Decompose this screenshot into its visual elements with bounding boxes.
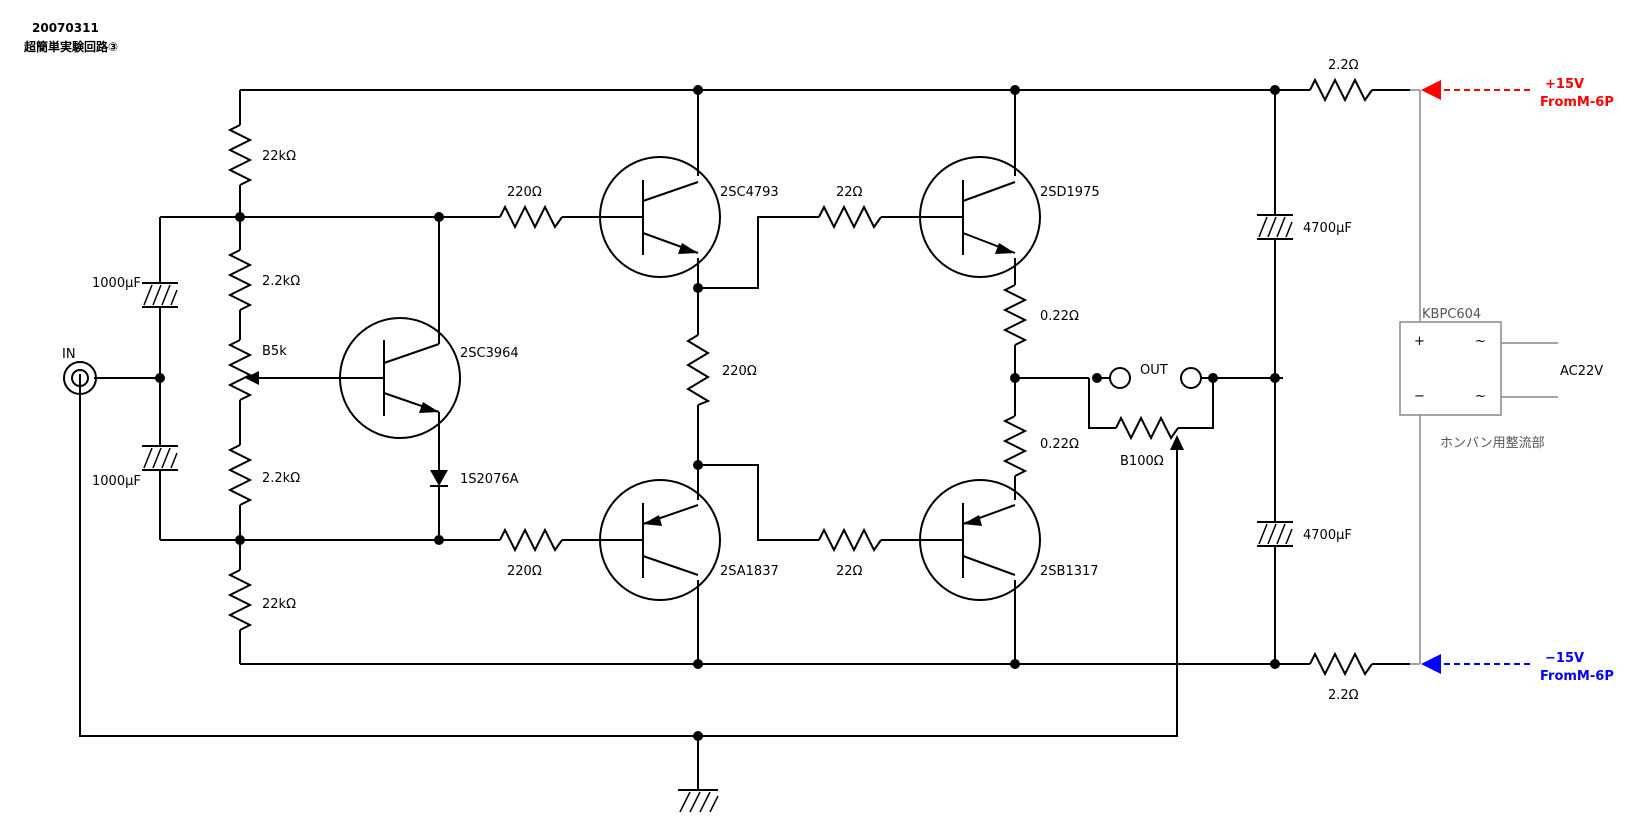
- label-r-lower-mid: 2.2kΩ: [262, 471, 300, 486]
- label-rectifier-part: KBPC604: [1422, 307, 1481, 322]
- cap-1000-lower: [142, 445, 178, 471]
- resistor-22-drive-lower: [818, 527, 882, 553]
- label-r-bottom-bias: 22kΩ: [262, 597, 296, 612]
- resistor-2-2-neg: [1309, 651, 1373, 677]
- resistor-22-drive-upper: [818, 204, 882, 230]
- label-rectifier-ac2: ~: [1475, 389, 1486, 404]
- label-rectifier-minus: −: [1414, 389, 1425, 404]
- label-c-in-lower: 1000μF: [92, 474, 141, 489]
- diode-1s2076a: [430, 470, 448, 487]
- label-output: OUT: [1140, 363, 1168, 378]
- label-diode: 1S2076A: [460, 472, 519, 487]
- transistor-2sa1837: [599, 479, 721, 601]
- label-q-out-npn: 2SD1975: [1040, 185, 1100, 200]
- cap-1000-upper: [142, 282, 178, 308]
- label-pot-bias: B5k: [262, 344, 287, 359]
- resistor-2k2-lower: [227, 444, 253, 506]
- header-date: 20070311: [32, 21, 99, 35]
- input-jack-icon: [63, 361, 97, 395]
- rectifier-block: [1399, 89, 1558, 665]
- wires: [79, 89, 1410, 790]
- label-r-drive-upper: 22Ω: [836, 185, 863, 200]
- label-r-supply-neg: 2.2Ω: [1328, 688, 1359, 703]
- transistor-2sd1975: [919, 156, 1041, 278]
- label-r-drive-lower: 22Ω: [836, 564, 863, 579]
- supply-arrows: [1421, 80, 1530, 674]
- capacitors: [142, 214, 1293, 547]
- resistor-2-2-pos: [1309, 77, 1373, 103]
- label-rectifier-caption: ホンバン用整流部: [1440, 436, 1545, 451]
- label-q-driver-pnp: 2SA1837: [720, 564, 779, 579]
- cap-4700-neg: [1257, 521, 1293, 547]
- resistor-2k2-upper: [227, 249, 253, 311]
- label-r-top-bias: 22kΩ: [262, 149, 296, 164]
- potentiometer-b5k: [227, 339, 253, 401]
- label-r-upper-mid: 2.2kΩ: [262, 274, 300, 289]
- resistor-022-upper: [1002, 284, 1028, 346]
- label-c-in-upper: 1000μF: [92, 276, 141, 291]
- pot-b5k-wiper-arrow: [245, 371, 259, 385]
- label-r-supply-pos: 2.2Ω: [1328, 58, 1359, 73]
- resistor-220-base-lower: [499, 527, 563, 553]
- label-ac-input: AC22V: [1560, 364, 1603, 379]
- label-pot-out: B100Ω: [1120, 454, 1164, 469]
- resistor-022-lower: [1002, 415, 1028, 477]
- label-neg-voltage: −15V: [1545, 651, 1584, 666]
- pot-b100-wiper-arrow: [1170, 435, 1184, 450]
- label-r-base-upper: 220Ω: [507, 185, 542, 200]
- label-rectifier-ac1: ~: [1475, 334, 1486, 349]
- label-neg-source: FromM-6P: [1540, 669, 1614, 684]
- pot-wipers: [245, 371, 1184, 450]
- transistor-2sc4793: [599, 156, 721, 278]
- label-r-emitter-upper: 0.22Ω: [1040, 309, 1079, 324]
- cap-4700-pos: [1257, 214, 1293, 240]
- label-q-bias: 2SC3964: [460, 346, 519, 361]
- label-r-base-lower: 220Ω: [507, 564, 542, 579]
- label-q-out-pnp: 2SB1317: [1040, 564, 1099, 579]
- label-pos-source: FromM-6P: [1540, 95, 1614, 110]
- transistor-2sb1317: [919, 479, 1041, 601]
- resistor-22k-bottom: [227, 569, 253, 631]
- label-pos-voltage: +15V: [1545, 77, 1584, 92]
- ground-icon: [678, 789, 719, 813]
- labels: 22kΩ 2.2kΩ B5k 2.2kΩ 22kΩ 220Ω 220Ω 220Ω…: [62, 58, 1614, 703]
- rectifier-box: [1399, 321, 1502, 416]
- junction-dots: [155, 85, 1280, 741]
- label-r-emitter-lower: 0.22Ω: [1040, 437, 1079, 452]
- resistor-220-base-upper: [499, 204, 563, 230]
- transistors: [339, 156, 1041, 601]
- potentiometer-b100: [1115, 415, 1179, 441]
- resistor-zigzags: [227, 77, 1373, 677]
- label-r-mid: 220Ω: [722, 364, 757, 379]
- label-c-supply-pos: 4700μF: [1303, 221, 1352, 236]
- resistor-220-mid: [686, 334, 711, 406]
- transistor-2sc3964: [339, 317, 461, 439]
- label-input: IN: [62, 347, 76, 362]
- label-rectifier-plus: +: [1414, 334, 1425, 349]
- header-title: 超簡単実験回路③: [23, 39, 118, 54]
- resistor-22k-top: [227, 124, 253, 186]
- label-c-supply-neg: 4700μF: [1303, 528, 1352, 543]
- label-q-driver-npn: 2SC4793: [720, 185, 779, 200]
